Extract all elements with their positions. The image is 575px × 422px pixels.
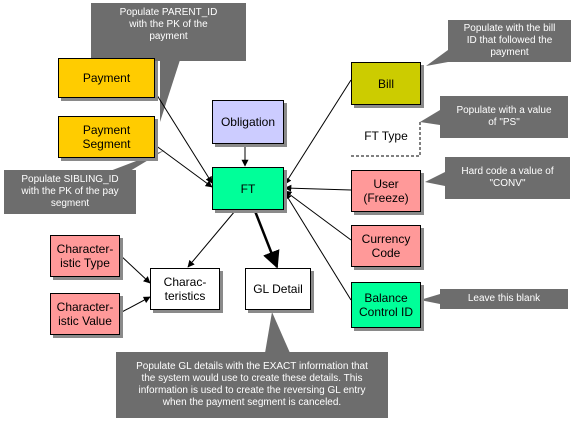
connector-ft-gl-detail [253, 210, 280, 269]
note-conv-value-shape [425, 157, 570, 199]
connector-payment-segment-ft [154, 144, 213, 188]
node-balance-control-id: Balance Control ID [351, 282, 421, 328]
node-payment: Payment [58, 58, 155, 98]
connector-balance-ft [284, 192, 352, 301]
note-leave-blank-shape [420, 289, 568, 309]
note-bill-id-shape [426, 20, 571, 66]
note-parent-id: Populate PARENT_ID with the PK of the pa… [119, 7, 218, 42]
connector-char-type-characteristics [119, 254, 151, 284]
connector-currency-ft [284, 190, 352, 241]
note-gl-details: Populate GL details with the EXACT infor… [136, 361, 368, 408]
node-characteristics: Charac- teristics [150, 268, 220, 310]
note-sibling-id: Populate SIBLING_ID with the PK of the p… [21, 174, 119, 209]
connector-payment-ft [154, 91, 213, 184]
note-conv-value: Hard code a value of "CONV" [461, 166, 554, 189]
node-user-freeze: User (Freeze) [351, 170, 421, 212]
node-ft-type: FT Type [364, 129, 408, 143]
note-sibling-id-shape [4, 150, 165, 214]
note-ps-value: Populate with a value of "PS" [456, 105, 552, 128]
node-ft: FT [212, 167, 284, 210]
node-bill: Bill [351, 62, 421, 105]
connector-user-ft [284, 184, 352, 192]
note-bill-id: Populate with the bill ID that followed … [463, 23, 556, 58]
note-gl-details-shape [116, 312, 388, 418]
connector-char-value-characteristics [119, 296, 151, 314]
connector-ft-characteristics [187, 210, 236, 268]
note-ps-value-shape [420, 96, 568, 138]
node-gl-detail: GL Detail [245, 268, 311, 310]
note-parent-id-shape [91, 3, 246, 122]
node-currency-code: Currency Code [351, 225, 421, 267]
node-obligation: Obligation [212, 100, 284, 144]
note-leave-blank: Leave this blank [467, 293, 541, 304]
node-payment-segment: Payment Segment [58, 116, 155, 158]
connector-bill-ft [284, 79, 352, 185]
node-characteristic-type: Character- istic Type [50, 235, 120, 277]
node-characteristic-value: Character- istic Value [50, 293, 120, 335]
